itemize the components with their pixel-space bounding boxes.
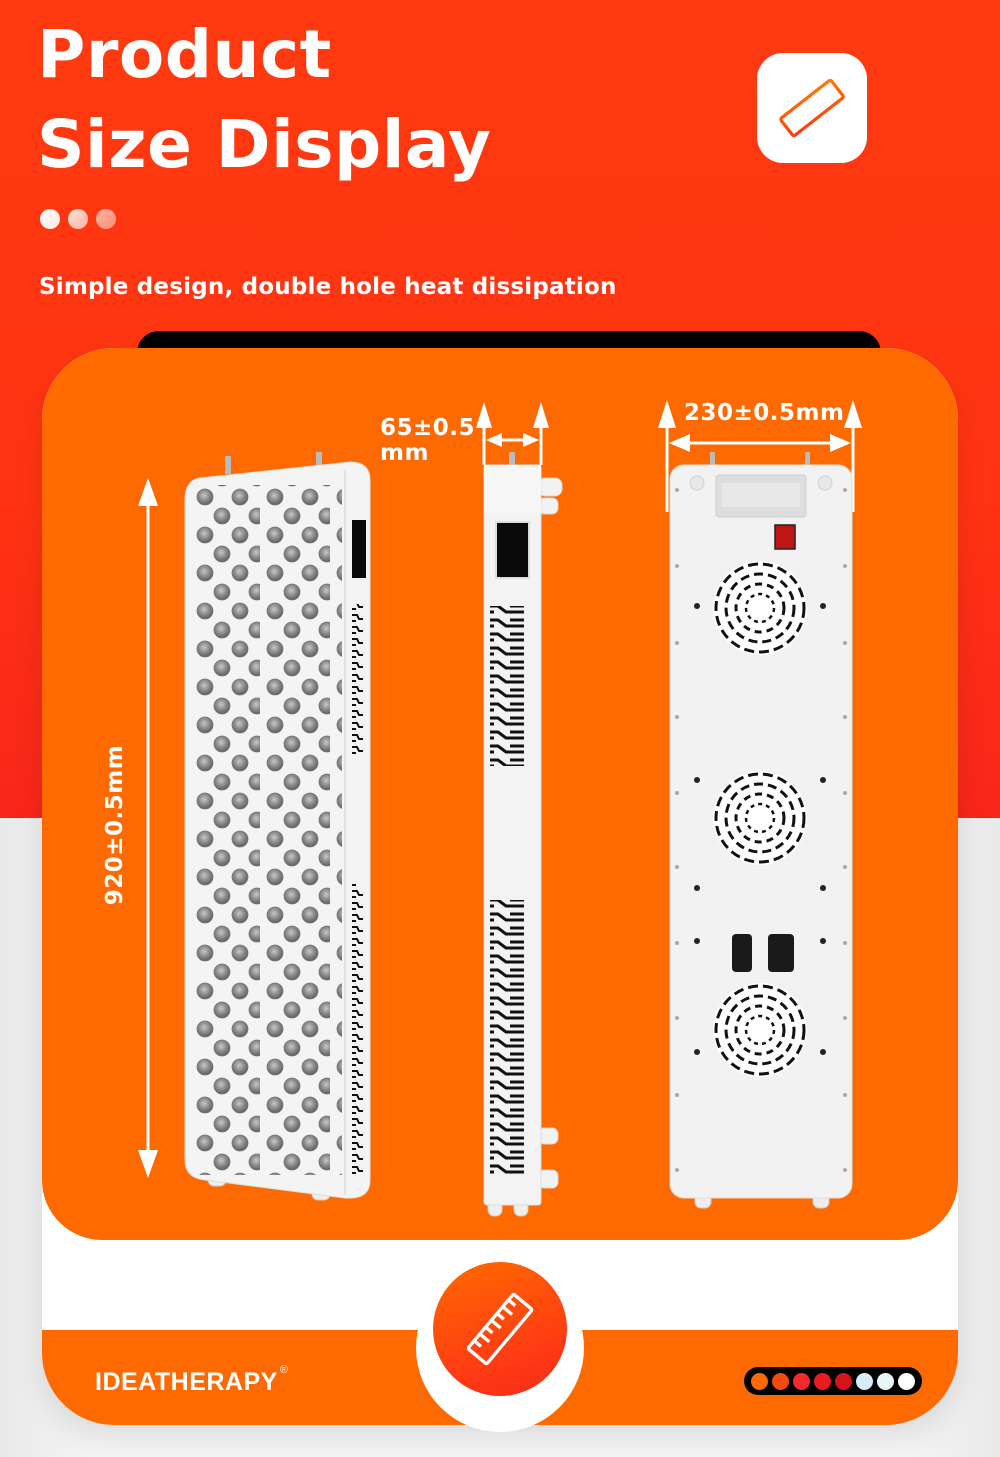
fan-2 <box>713 771 807 865</box>
title-line-1: Product <box>37 16 332 93</box>
color-dot <box>814 1372 831 1390</box>
color-dot <box>856 1372 873 1390</box>
depth-arrow <box>476 402 549 465</box>
color-dot <box>772 1372 789 1390</box>
color-dot <box>877 1372 894 1390</box>
ruler-icon <box>779 78 845 138</box>
page-title: Product Size Display <box>37 10 491 190</box>
color-dot <box>793 1372 810 1390</box>
decorative-dots <box>40 209 116 229</box>
dot-2 <box>68 209 88 229</box>
ruler-icon <box>466 1292 534 1366</box>
side-view <box>483 452 563 1217</box>
dot-3 <box>96 209 116 229</box>
ruler-badge <box>433 1262 567 1396</box>
back-view <box>669 452 853 1209</box>
width-arrow <box>658 400 862 512</box>
front-view <box>184 452 371 1201</box>
height-dimension-label: 920±0.5mm <box>102 744 128 906</box>
height-arrow <box>138 478 158 1178</box>
depth-dimension-label: 65±0.5 mm <box>380 415 476 466</box>
brand-logo: IDEATHERAPY® <box>95 1364 289 1396</box>
color-dots-indicator <box>744 1367 922 1395</box>
subtitle: Simple design, double hole heat dissipat… <box>39 274 617 300</box>
fan-3 <box>713 983 807 1077</box>
dot-1 <box>40 209 60 229</box>
color-dot <box>751 1372 768 1390</box>
color-dot <box>898 1372 915 1390</box>
color-dot <box>835 1372 852 1390</box>
width-dimension-label: 230±0.5mm <box>684 400 845 426</box>
fan-1 <box>713 561 807 655</box>
ruler-icon-tile <box>757 53 867 163</box>
title-line-2: Size Display <box>37 106 492 183</box>
